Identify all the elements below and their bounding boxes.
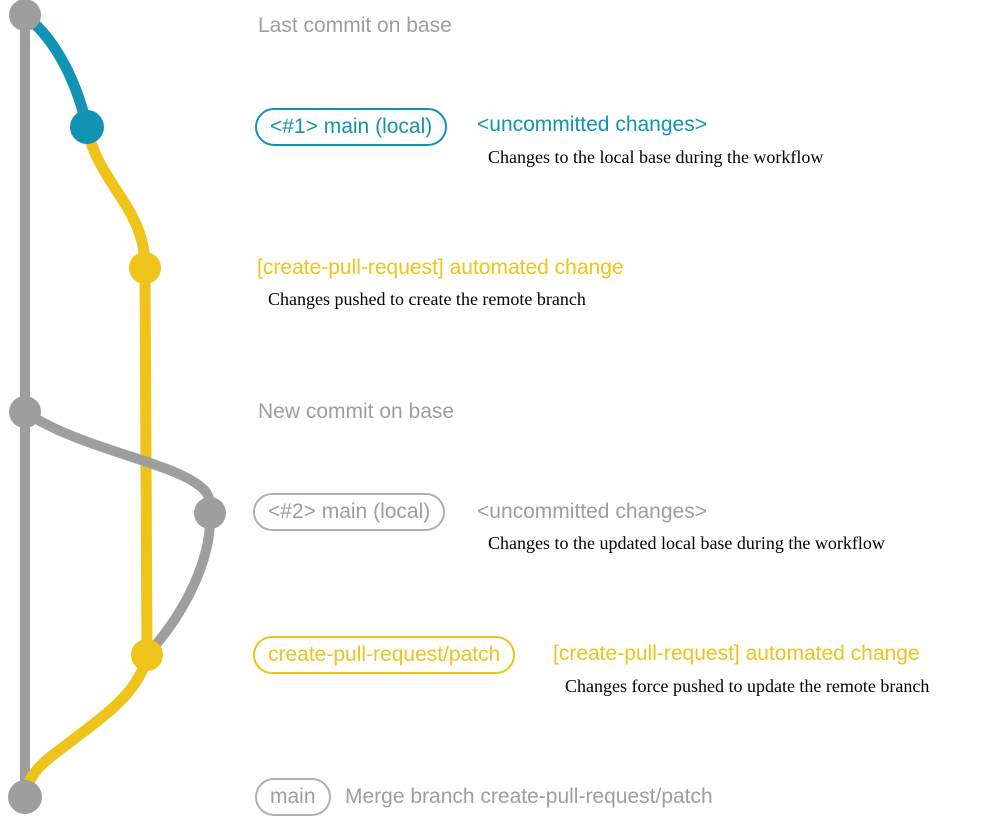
commit-dot-remote-commit-2: [131, 639, 163, 671]
headline-uncommitted-changes-2: <uncommitted changes>: [477, 500, 707, 523]
commit-dot-remote-commit-1: [129, 252, 161, 284]
headline-automated-change-2: [create-pull-request] automated change: [553, 642, 920, 665]
branch-badge-main-local-2: <#2> main (local): [253, 493, 446, 531]
branch-badge-main-merged: main: [255, 778, 331, 816]
commit-dot-local-commit-1: [70, 110, 104, 144]
annotation-merge-branch: Merge branch create-pull-request/patch: [345, 785, 713, 808]
local-rebase-branch-line-out: [20, 407, 215, 518]
remote-branch-line-upper: [81, 121, 151, 274]
commit-dot-merge-commit: [8, 780, 42, 814]
local-rebase-branch-line-in: [142, 508, 216, 660]
description-updated-local-base-changes: Changes to the updated local base during…: [488, 533, 885, 553]
commit-dot-last-commit-on-base: [9, 0, 41, 31]
annotation-last-commit-on-base: Last commit on base: [258, 14, 452, 37]
local-change-branch-line-1: [19, 10, 93, 133]
branch-badge-main-local-1: <#1> main (local): [255, 108, 448, 146]
description-force-pushed-update-remote: Changes force pushed to update the remot…: [565, 676, 930, 696]
branch-badge-create-pull-request-patch: create-pull-request/patch: [253, 636, 516, 674]
description-pushed-create-remote: Changes pushed to create the remote bran…: [268, 289, 586, 309]
headline-automated-change-1: [create-pull-request] automated change: [257, 256, 624, 279]
commit-dot-new-commit-on-base: [9, 396, 41, 428]
annotation-new-commit-on-base: New commit on base: [258, 400, 455, 423]
description-local-base-changes-1: Changes to the local base during the wor…: [488, 147, 824, 167]
commit-dot-local-commit-2: [194, 497, 226, 529]
merge-branch-line: [19, 649, 153, 803]
headline-uncommitted-changes-1: <uncommitted changes>: [477, 113, 707, 136]
